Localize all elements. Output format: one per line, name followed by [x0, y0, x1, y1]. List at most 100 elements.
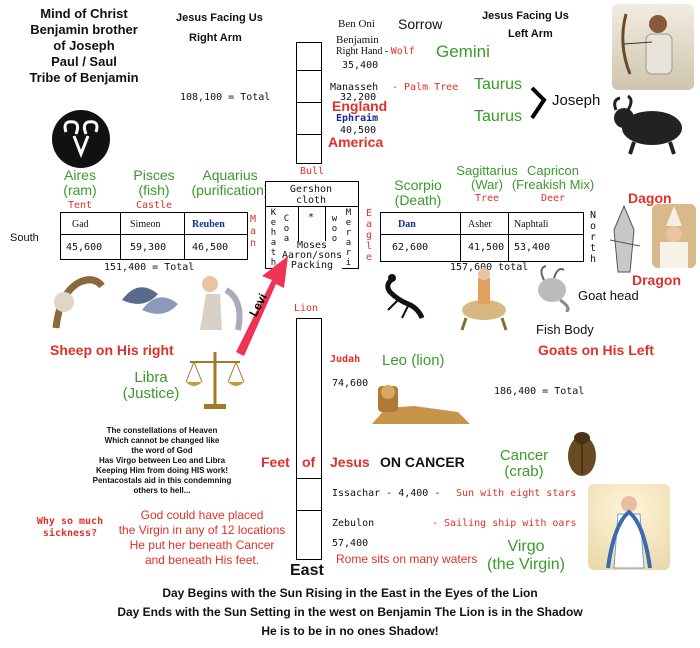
archer-image: [612, 4, 694, 90]
cancer-label: Cancer (crab): [494, 448, 554, 480]
east-label: East: [290, 562, 324, 579]
sorrow-label: Sorrow: [398, 16, 443, 32]
feet-label: Feet: [261, 454, 290, 470]
pisces-text: Pisces: [133, 167, 175, 183]
letter: e: [345, 218, 352, 228]
war-text: (War): [470, 177, 503, 192]
tree-text: Tree: [474, 193, 500, 204]
note-line: He put her beneath Cancer: [129, 538, 275, 552]
moses-text: Moses: [296, 240, 328, 251]
libra-label: Libra (Justice): [118, 370, 184, 402]
on-cancer-label: ON CANCER: [380, 454, 465, 470]
tent-text: Tent: [67, 200, 93, 211]
divider: [184, 212, 185, 259]
north-table: [380, 212, 584, 262]
divider: [380, 234, 583, 235]
dragon-label: Dragon: [632, 272, 681, 288]
letter: a: [345, 238, 352, 248]
letter: o: [283, 224, 290, 234]
scorpio-label: Scorpio (Death): [386, 178, 450, 208]
letter: K: [270, 208, 277, 218]
libra-text: Libra: [134, 369, 168, 386]
note-line: the word of God: [131, 446, 193, 455]
holy-of-holies: [298, 206, 326, 246]
fish-text: (fish): [138, 182, 170, 198]
tribe-number: 46,500: [192, 242, 229, 253]
tribe-number: 41,500: [468, 242, 505, 253]
letter: o: [331, 224, 338, 234]
divider: [460, 212, 461, 261]
aquarius-text: Aquarius: [202, 167, 258, 183]
judah-number: 74,600: [332, 378, 369, 389]
left-arm-label: Left Arm: [508, 28, 553, 40]
south-label: South: [10, 232, 39, 244]
tribe-number: 45,600: [66, 242, 103, 253]
letter: M: [345, 208, 352, 218]
constellations-note: The constellations of Heaven Which canno…: [64, 426, 260, 496]
sagittarius-label: Sagittarius (War) Tree: [456, 164, 518, 206]
tribe-number: 53,400: [514, 242, 551, 253]
cloth-text: cloth: [295, 195, 327, 206]
letter: h: [589, 254, 597, 265]
rome-label: Rome sits on many waters: [336, 552, 478, 566]
dagon-image: [600, 200, 650, 274]
jesus-facing-right-label: Jesus Facing Us: [176, 12, 263, 24]
ram-icon: [52, 110, 110, 168]
west-column: [296, 42, 322, 164]
tribe-name: Dan: [398, 219, 416, 230]
letter: e: [365, 252, 373, 263]
palm-tree-label: - Palm Tree: [392, 82, 459, 93]
virgo-text: Virgo: [507, 538, 545, 555]
tribe-number: 59,300: [130, 242, 167, 253]
justice-text: (Justice): [122, 385, 180, 402]
ephraim-number: 40,500: [340, 125, 377, 136]
shofar-image: [50, 272, 108, 330]
sphinx-image: [366, 378, 478, 430]
star-mark: *: [308, 212, 315, 223]
letter: r: [589, 232, 597, 243]
south-table: [60, 212, 248, 260]
cancer-text: Cancer: [499, 447, 549, 464]
fish-body-label: Fish Body: [536, 322, 594, 337]
right-hand-text: Right Hand: [336, 46, 383, 57]
virgin-text: (the Virgin): [487, 556, 565, 573]
gershon-label: Gershon cloth: [272, 184, 350, 206]
letter: h: [270, 258, 277, 268]
title-line: Paul / Saul: [51, 54, 117, 69]
letter: N: [589, 210, 597, 221]
ram-text: (ram): [63, 182, 97, 198]
note-line: God could have placed: [140, 508, 264, 522]
divider: [120, 212, 121, 259]
title-line: Mind of Christ: [40, 6, 128, 21]
letter: t: [270, 248, 277, 258]
note-line: Why so much: [36, 516, 104, 527]
why-note: Why so much sickness?: [24, 516, 116, 540]
footer-line: Day Ends with the Sun Setting in the wes…: [117, 605, 583, 619]
judah-label: Judah: [330, 354, 361, 365]
purification-text: (purification): [191, 182, 269, 198]
lion-label: Lion: [294, 303, 319, 314]
manasseh-label: Manasseh: [330, 82, 379, 93]
zebulon-number: 57,400: [332, 538, 369, 549]
letter: t: [589, 243, 597, 254]
aires-label: Aires (ram) Tent: [58, 168, 102, 213]
ephraim-label: Ephraim: [336, 113, 379, 124]
divider: [296, 70, 321, 71]
zebulon-label: Zebulon: [332, 518, 375, 529]
scarab-image: [562, 426, 602, 482]
letter: a: [283, 234, 290, 244]
packing-text: Packing: [290, 260, 334, 271]
south-total: 151,400 = Total: [104, 262, 195, 273]
joseph-label: Joseph: [552, 92, 601, 109]
virgo-label: Virgo (the Virgin): [476, 538, 576, 574]
wolf-label: Wolf: [390, 46, 415, 57]
taurus-label: Taurus: [474, 108, 523, 125]
crab-text: (crab): [504, 463, 544, 480]
note-line: The constellations of Heaven: [106, 426, 218, 435]
tribe-name: Simeon: [130, 219, 161, 230]
letter: h: [270, 228, 277, 238]
footer-line: He is to be in no ones Shadow!: [261, 624, 439, 638]
gemini-label: Gemini: [436, 42, 490, 61]
north-total: 157,600 total: [450, 262, 529, 273]
tribe-name: Reuben: [192, 219, 225, 230]
